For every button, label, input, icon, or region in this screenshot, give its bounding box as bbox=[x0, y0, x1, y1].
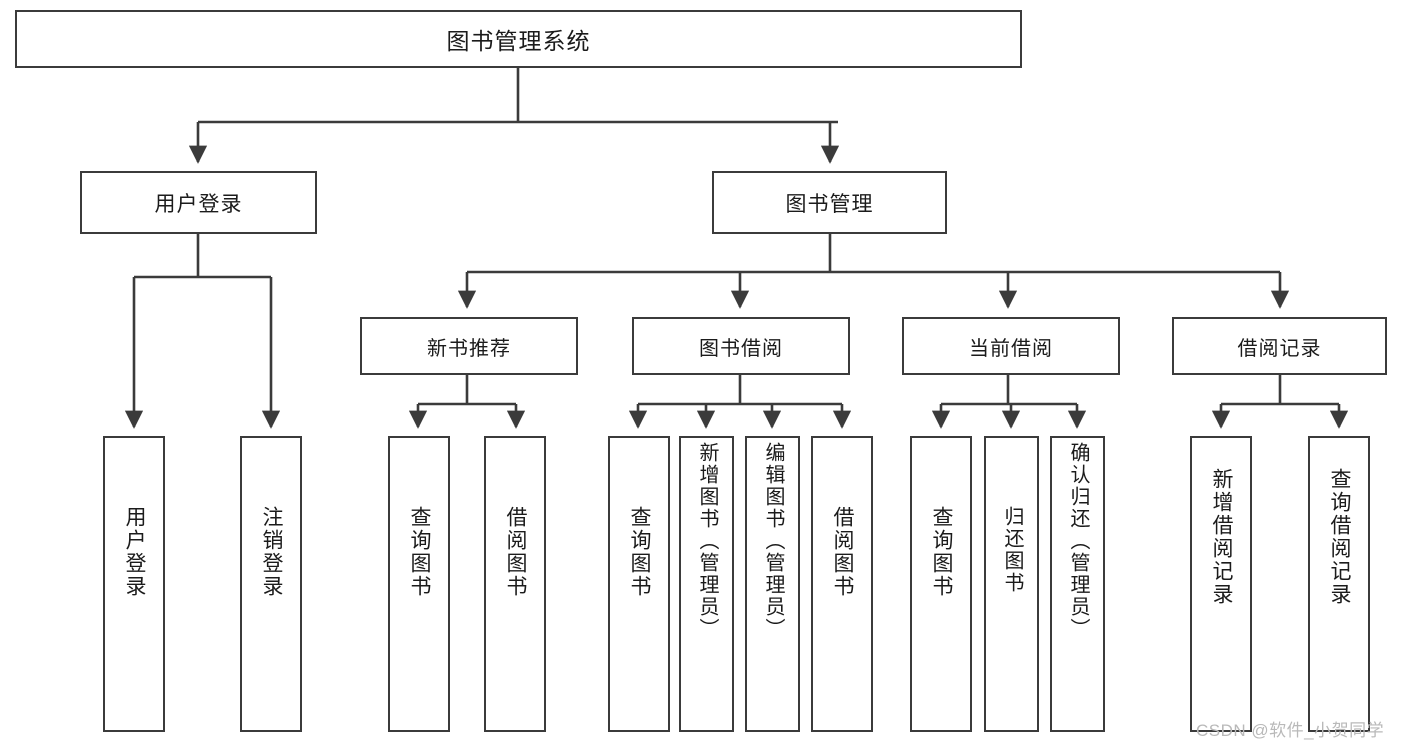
leaf-return-book[interactable]: 归还图书 bbox=[984, 436, 1039, 732]
leaf-query-book-3-label: 查询图书 bbox=[930, 506, 954, 598]
node-new-book-recommend[interactable]: 新书推荐 bbox=[360, 317, 578, 375]
leaf-query-record-label: 查询借阅记录 bbox=[1328, 468, 1352, 606]
leaf-user-login-label: 用户登录 bbox=[123, 506, 147, 598]
leaf-edit-book[interactable]: 编辑图书（管理员） bbox=[745, 436, 800, 732]
node-user-login[interactable]: 用户登录 bbox=[80, 171, 317, 234]
node-book-manage[interactable]: 图书管理 bbox=[712, 171, 947, 234]
leaf-borrow-book-1-label: 借阅图书 bbox=[504, 506, 528, 598]
leaf-query-book-3[interactable]: 查询图书 bbox=[910, 436, 972, 732]
leaf-add-book[interactable]: 新增图书（管理员） bbox=[679, 436, 734, 732]
leaf-user-login[interactable]: 用户登录 bbox=[103, 436, 165, 732]
node-book-borrow[interactable]: 图书借阅 bbox=[632, 317, 850, 375]
node-new-book-recommend-label: 新书推荐 bbox=[427, 337, 511, 360]
node-current-borrow-label: 当前借阅 bbox=[969, 337, 1053, 360]
leaf-user-logout[interactable]: 注销登录 bbox=[240, 436, 302, 732]
node-book-manage-label: 图书管理 bbox=[785, 192, 874, 216]
csdn-watermark: CSDN @软件_小贺同学 bbox=[1196, 721, 1385, 740]
leaf-query-book-1[interactable]: 查询图书 bbox=[388, 436, 450, 732]
leaf-user-logout-label: 注销登录 bbox=[260, 506, 284, 598]
leaf-return-book-label: 归还图书 bbox=[1001, 506, 1023, 594]
node-user-login-label: 用户登录 bbox=[154, 192, 243, 216]
node-root-label: 图书管理系统 bbox=[446, 28, 591, 54]
node-current-borrow[interactable]: 当前借阅 bbox=[902, 317, 1120, 375]
leaf-borrow-book-2[interactable]: 借阅图书 bbox=[811, 436, 873, 732]
leaf-borrow-book-1[interactable]: 借阅图书 bbox=[484, 436, 546, 732]
leaf-query-book-2[interactable]: 查询图书 bbox=[608, 436, 670, 732]
leaf-query-record[interactable]: 查询借阅记录 bbox=[1308, 436, 1370, 732]
leaf-query-book-1-label: 查询图书 bbox=[408, 506, 432, 598]
node-borrow-record-label: 借阅记录 bbox=[1237, 337, 1322, 360]
leaf-add-book-label: 新增图书（管理员） bbox=[696, 442, 718, 640]
node-book-borrow-label: 图书借阅 bbox=[699, 337, 783, 360]
node-root[interactable]: 图书管理系统 bbox=[15, 10, 1022, 68]
leaf-add-record[interactable]: 新增借阅记录 bbox=[1190, 436, 1252, 732]
leaf-confirm-return-label: 确认归还（管理员） bbox=[1067, 442, 1089, 640]
node-borrow-record[interactable]: 借阅记录 bbox=[1172, 317, 1387, 375]
leaf-edit-book-label: 编辑图书（管理员） bbox=[762, 442, 784, 640]
leaf-borrow-book-2-label: 借阅图书 bbox=[831, 506, 855, 598]
leaf-query-book-2-label: 查询图书 bbox=[628, 506, 652, 598]
leaf-add-record-label: 新增借阅记录 bbox=[1210, 468, 1234, 606]
leaf-confirm-return[interactable]: 确认归还（管理员） bbox=[1050, 436, 1105, 732]
